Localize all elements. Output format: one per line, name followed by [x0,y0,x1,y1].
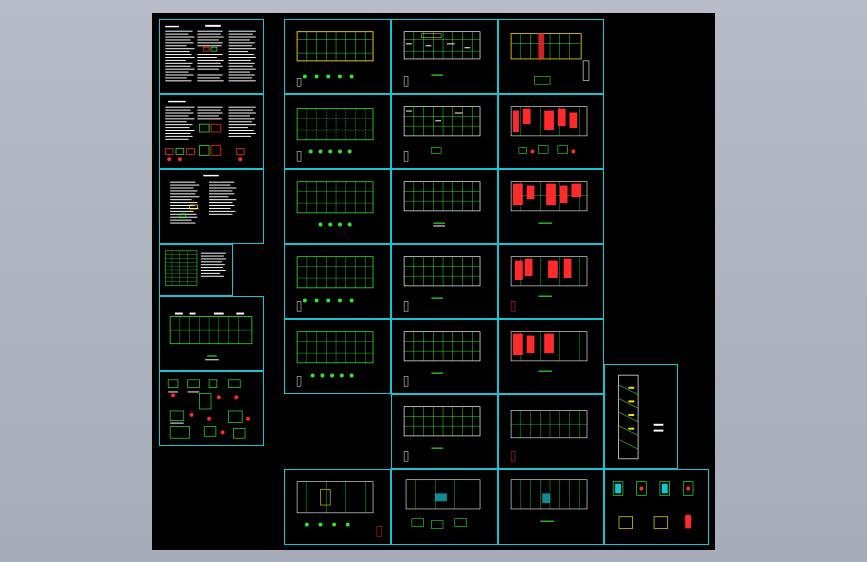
sheet-beam-plan-3[interactable] [391,169,498,244]
sheet-reinforcement-3[interactable] [498,169,604,244]
sheet-general-notes-3[interactable] [159,169,264,244]
floor-plan-grid [296,31,374,87]
sheet-node-details[interactable] [159,371,264,446]
sheet-reinforcement-5[interactable] [498,319,604,394]
sheet-reinforcement-6[interactable] [498,394,604,469]
beam-details-drawing [405,479,481,529]
sheet-beam-plan-5[interactable] [391,319,498,394]
sheet-general-notes-1[interactable] [159,19,264,94]
slab-plan-drawing [510,479,588,522]
reinforcement-drawing-3 [510,181,588,224]
sheet-slab-plan[interactable] [498,469,604,545]
floor-plan-grid-5 [296,331,374,387]
stair-section-drawing [618,374,664,460]
element-details-drawing [612,481,694,529]
sheet-floor-plan-4[interactable] [284,244,391,319]
sheet-reinforcement-4[interactable] [498,244,604,319]
sheet-general-notes-2[interactable] [159,94,264,169]
reinforcement-drawing-4 [510,256,588,312]
sheet-schedule-table[interactable] [159,244,233,296]
sheet-floor-plan-5[interactable] [284,319,391,394]
sheet-roof-plan[interactable] [284,469,391,545]
reinforcement-drawing-5 [510,331,588,372]
beam-plan-drawing-5 [403,331,481,387]
reinforcement-drawing-1 [510,33,590,85]
roof-plan-drawing [296,481,383,537]
node-details-drawing [167,379,250,439]
beam-plan-drawing-4 [403,256,481,312]
sheet-floor-plan-2[interactable] [284,94,391,169]
beam-plan-drawing-3 [403,181,481,227]
schedule-table [164,250,226,286]
sheet-beam-plan-1[interactable] [391,19,498,94]
sheet-reinforcement-2[interactable] [498,94,604,169]
sheet-foundation-plan[interactable] [159,296,264,371]
sheet-reinforcement-1[interactable] [498,19,604,94]
notes-text-block-3 [170,174,237,224]
reinforcement-drawing-6 [510,410,588,462]
sheet-beam-plan-4[interactable] [391,244,498,319]
sheet-beam-details[interactable] [391,469,498,545]
beam-plan-drawing-6 [403,406,481,462]
notes-text-block [165,24,256,82]
sheet-floor-plan-1[interactable] [284,19,391,94]
sheet-beam-plan-2[interactable] [391,94,498,169]
floor-plan-grid-3 [296,181,374,227]
cad-model-space[interactable] [152,13,715,550]
sheet-beam-plan-6[interactable] [391,394,498,469]
floor-plan-grid-2 [296,108,374,162]
sheet-stair-section[interactable] [604,364,678,469]
sheet-floor-plan-3[interactable] [284,169,391,244]
foundation-plan-drawing [169,312,253,361]
beam-plan-drawing-2 [403,106,481,162]
sheet-element-details[interactable] [604,469,709,545]
floor-plan-grid-4 [296,256,374,312]
beam-plan-drawing-1 [403,31,481,87]
notes-detail-block [164,100,256,162]
reinforcement-drawing-2 [510,106,588,154]
